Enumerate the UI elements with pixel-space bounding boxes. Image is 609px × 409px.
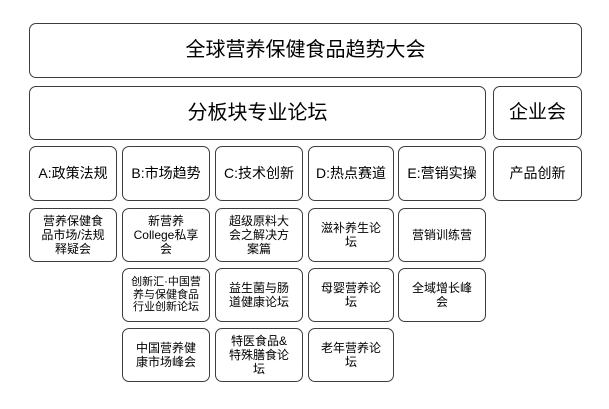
enterprise-meeting-node: 企业会 <box>493 86 582 140</box>
session-innovation-hub-forum-node: 创新汇·中国营 养与保健食品 行业创新论坛 <box>122 268 210 322</box>
track-e-marketing-node: E:营销实操 <box>398 146 486 201</box>
session-china-nutrition-market-summit-node: 中国营养健 康市场峰会 <box>122 328 210 382</box>
forum-section-node: 分板块专业论坛 <box>29 86 486 140</box>
session-marketing-camp-node: 营销训练营 <box>398 208 486 262</box>
track-a-policy-node: A:政策法规 <box>29 146 117 201</box>
track-c-technology-node: C:技术创新 <box>215 146 303 201</box>
track-b-market-node: B:市场趋势 <box>122 146 210 201</box>
session-maternal-infant-nutrition-node: 母婴营养论 坛 <box>308 268 394 322</box>
session-elderly-nutrition-forum-node: 老年营养论 坛 <box>308 328 394 382</box>
session-market-regulation-node: 营养保健食 品市场/法规 释疑会 <box>29 208 117 262</box>
session-super-ingredients-node: 超级原料大 会之解决方 案篇 <box>215 208 303 262</box>
session-tonic-wellness-forum-node: 滋补养生论 坛 <box>308 208 394 262</box>
session-probiotics-gut-health-node: 益生菌与肠 道健康论坛 <box>215 268 303 322</box>
session-new-nutrition-college-node: 新营养 College私享 会 <box>122 208 210 262</box>
session-special-medical-food-node: 特医食品& 特殊膳食论 坛 <box>215 328 303 382</box>
session-omni-growth-summit-node: 全域增长峰 会 <box>398 268 486 322</box>
product-innovation-node: 产品创新 <box>493 146 582 201</box>
track-d-hotspot-node: D:热点赛道 <box>308 146 394 201</box>
conference-title-node: 全球营养保健食品趋势大会 <box>29 23 582 78</box>
